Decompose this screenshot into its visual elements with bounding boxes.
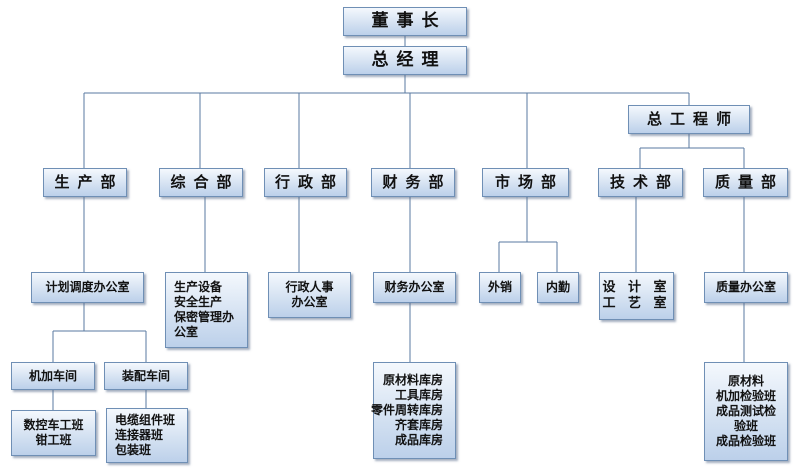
teams-assembly: 电缆组件班 连接器班 包装班 [106,408,188,463]
quality-team-line-4: 验班 [733,419,758,433]
quality-team-line-3: 成品测试检 [715,404,776,418]
office-finance: 财务办公室 [373,272,456,303]
dept-administration: 行政部 [264,168,347,197]
team-packaging: 包装班 [115,443,152,457]
teams-machining: 数控车工班 钳工班 [11,410,96,456]
warehouse-parts: 零件周转库房 [370,403,443,417]
workshop-assembly: 装配车间 [104,362,188,390]
general-sub-line-2: 安全生产 [174,295,223,309]
dept-production-label: 生产部 [54,173,124,192]
office-admin-sub: 行政人事 办公室 [268,272,351,318]
admin-sub-line-1: 行政人事 [285,280,334,294]
dept-market-label: 市场部 [494,173,564,192]
quality-team-line-1: 原材料 [727,374,764,388]
node-chairman-label: 董事长 [371,10,447,31]
team-cable: 电缆组件班 [115,413,176,427]
office-planning: 计划调度办公室 [31,272,144,303]
dept-general-affairs: 综合部 [159,168,243,197]
office-quality-label: 质量办公室 [715,280,776,294]
quality-team-line-5: 成品检验班 [715,434,776,448]
dept-finance-label: 财务部 [382,173,452,192]
node-chief-engineer-label: 总工程师 [646,110,739,129]
warehouse-finished: 成品库房 [394,433,443,447]
office-export-label: 外销 [487,280,512,294]
quality-team-line-2: 机加检验班 [715,389,776,403]
workshop-machining: 机加车间 [11,362,95,390]
node-chairman: 董事长 [343,7,467,36]
team-fitter: 钳工班 [35,433,72,447]
general-sub-line-1: 生产设备 [174,280,223,294]
office-tech-sub: 设 计 室 工 艺 室 [599,272,674,320]
office-quality: 质量办公室 [704,272,788,303]
admin-sub-line-2: 办公室 [291,295,328,309]
dept-administration-label: 行政部 [274,173,344,192]
dept-technology: 技术部 [598,168,683,197]
team-cnc-lathe: 数控车工班 [23,418,84,432]
office-domestic-label: 内勤 [545,280,570,294]
team-connector: 连接器班 [115,428,164,442]
workshop-assembly-label: 装配车间 [121,368,170,383]
dept-quality-label: 质量部 [714,173,784,192]
warehouse-raw: 原材料库房 [382,373,443,387]
office-domestic: 内勤 [537,272,579,303]
warehouse-tools: 工具库房 [394,388,443,402]
dept-quality: 质量部 [703,168,788,197]
node-general-manager-label: 总经理 [371,49,447,70]
office-finance-label: 财务办公室 [384,280,445,294]
tech-sub-design: 设 计 室 [602,279,671,295]
dept-general-affairs-label: 综合部 [170,173,240,192]
warehouse-kitting: 齐套库房 [394,418,443,432]
node-chief-engineer: 总工程师 [628,105,750,134]
office-general-sub: 生产设备 安全生产 保密管理办 公室 [165,272,248,348]
general-sub-line-4: 公室 [174,325,199,339]
office-planning-label: 计划调度办公室 [45,280,130,294]
dept-market: 市场部 [482,168,569,197]
tech-sub-process: 工 艺 室 [602,296,671,311]
quality-teams: 原材料 机加检验班 成品测试检 验班 成品检验班 [704,362,788,461]
dept-production: 生产部 [43,168,127,197]
general-sub-line-3: 保密管理办 [174,310,235,324]
dept-technology-label: 技术部 [609,173,679,192]
node-general-manager: 总经理 [343,46,467,75]
dept-finance: 财务部 [371,168,455,197]
workshop-machining-label: 机加车间 [28,368,77,383]
finance-warehouses: 原材料库房 工具库房 零件周转库房 齐套库房 成品库房 [370,362,456,459]
office-export: 外销 [479,272,521,303]
